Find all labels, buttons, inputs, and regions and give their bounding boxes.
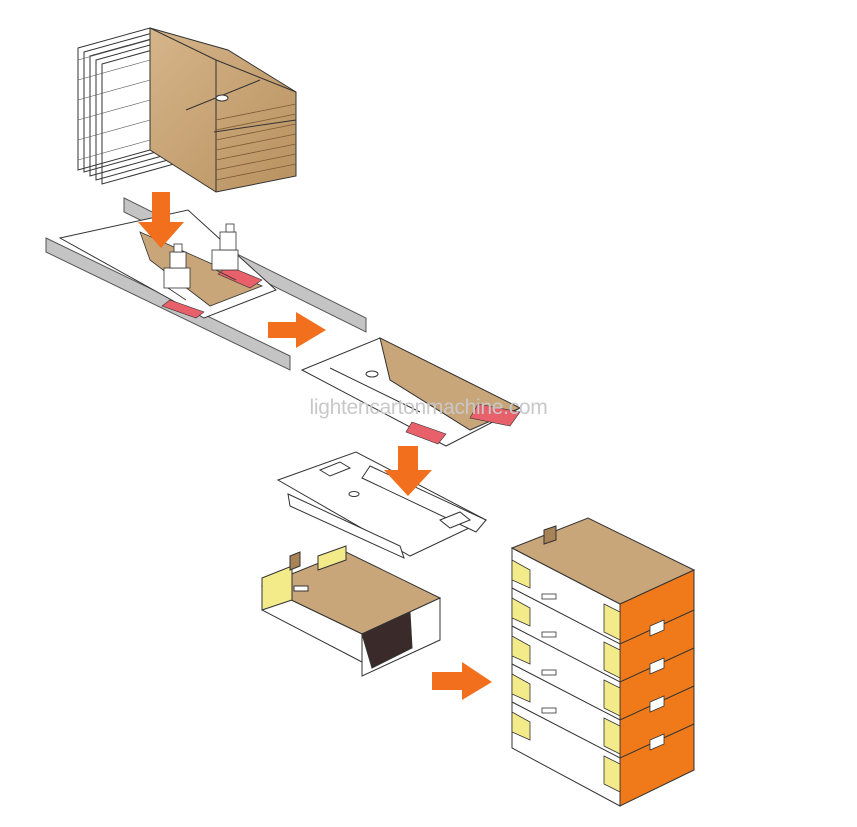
down-arrow-icon xyxy=(384,446,432,496)
tray-yellow-corner xyxy=(261,565,293,611)
flat-blank-stack xyxy=(77,27,297,193)
down-arrow-icon xyxy=(138,192,184,248)
formed-tray xyxy=(260,545,442,677)
glue-head-2 xyxy=(211,223,239,281)
right-arrow-icon xyxy=(432,662,492,700)
stack-top-face xyxy=(149,27,297,193)
glue-head-1 xyxy=(163,243,191,301)
stack-yellow-panels xyxy=(511,559,621,793)
stack-front-wall xyxy=(619,569,695,807)
stack-top-floor xyxy=(510,517,696,605)
gluing-station xyxy=(45,197,367,371)
glued-blank xyxy=(300,337,522,447)
right-arrow-icon xyxy=(268,312,326,348)
stack-front-notches xyxy=(649,619,665,751)
tray-dark-end xyxy=(361,611,413,669)
stack-layer-lines xyxy=(511,587,695,759)
stacked-trays xyxy=(510,517,696,807)
folding-blank xyxy=(276,451,488,559)
stack-handle-slots xyxy=(541,593,557,714)
